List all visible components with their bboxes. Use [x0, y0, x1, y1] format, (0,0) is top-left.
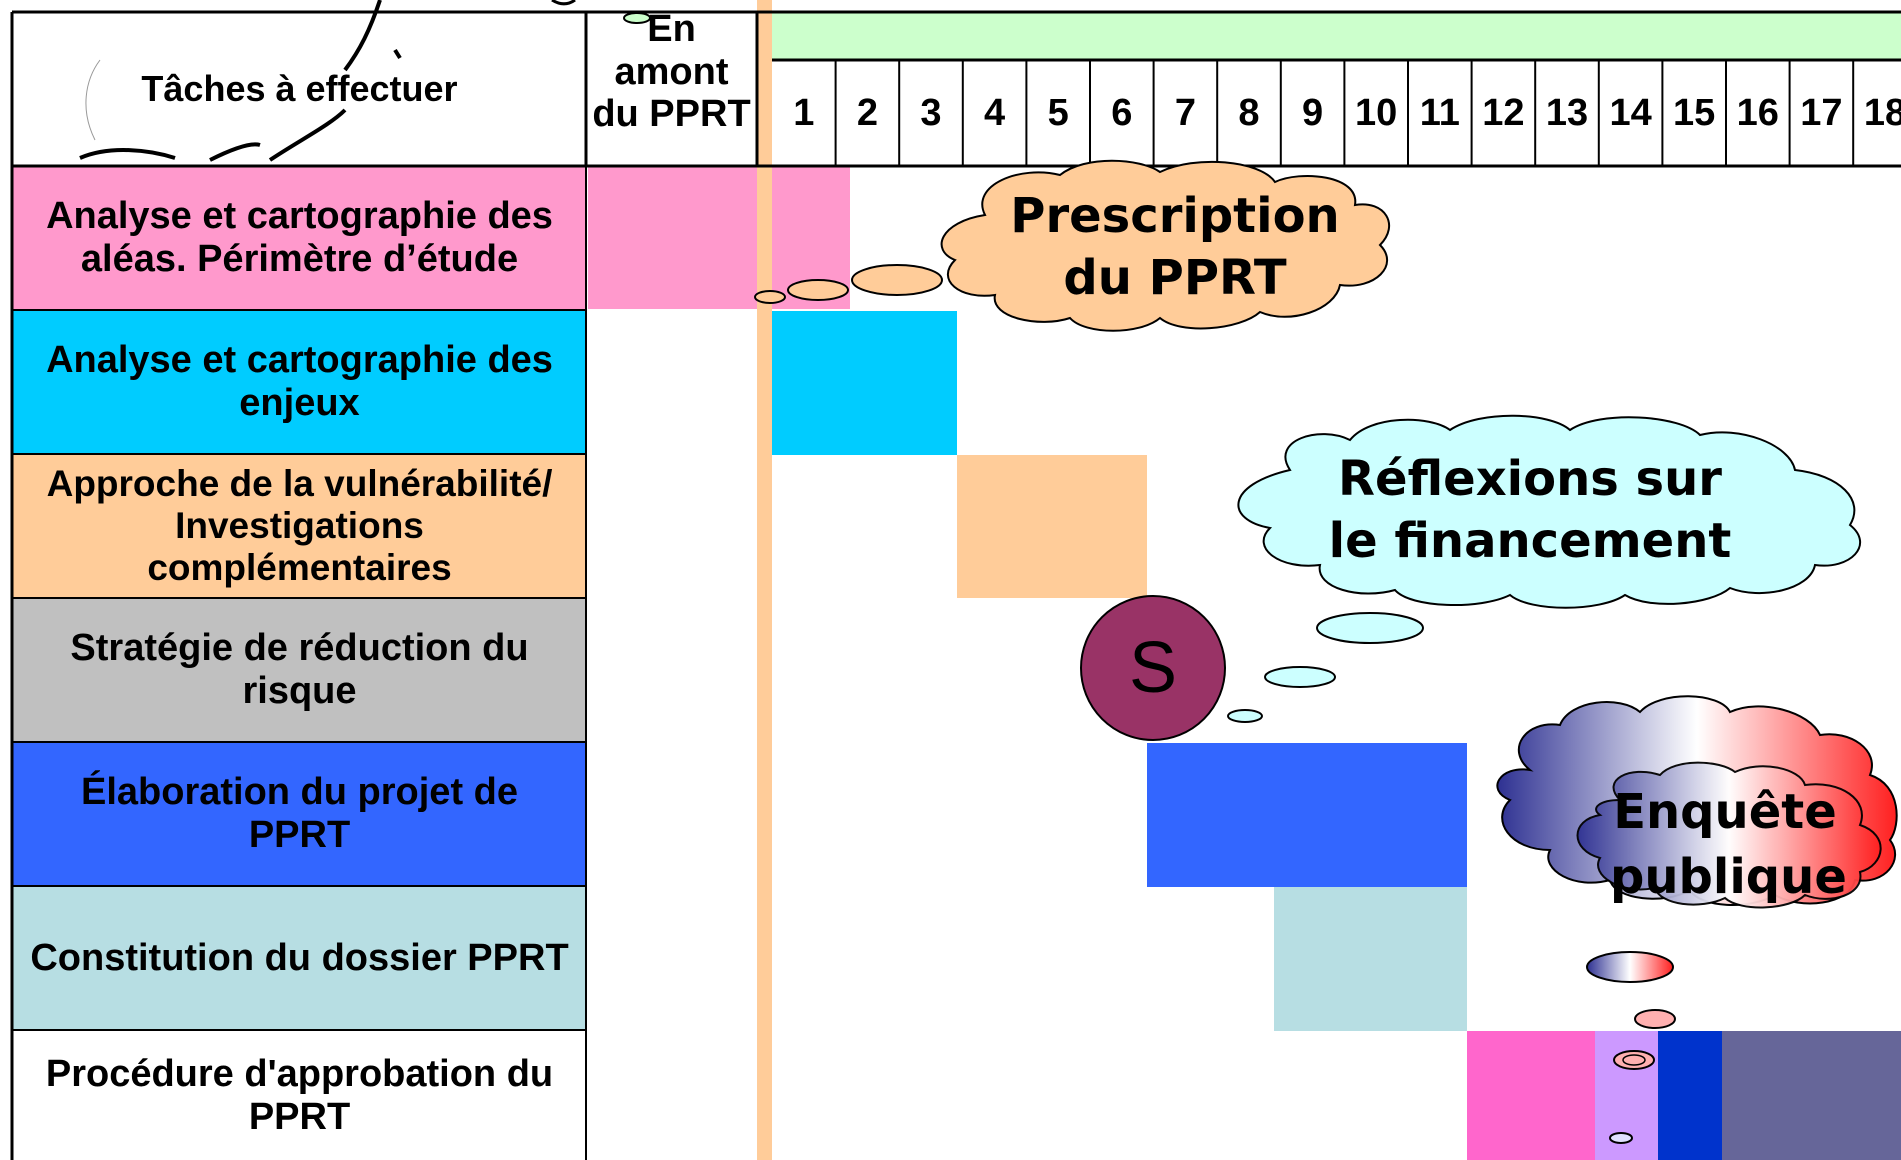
financement-cloud	[1237, 414, 1862, 609]
month-header-9: 9	[1302, 91, 1324, 134]
month-header-1: 1	[793, 91, 815, 134]
bar-task-7-c	[1658, 1031, 1722, 1160]
bar-task-3	[957, 455, 1147, 598]
grid-lines	[10, 10, 1901, 1160]
bar-task-2	[772, 311, 957, 455]
enquete-bubble-text: Enquête publique	[1610, 784, 1847, 905]
month-header-7: 7	[1174, 91, 1196, 134]
financement-tail-2	[1264, 666, 1336, 688]
task-bg-1	[13, 167, 586, 309]
enquete-tail-2	[1634, 1009, 1676, 1029]
task-label-dossier: Constitution du dossier PPRT	[30, 936, 569, 979]
month-header-band	[772, 12, 1901, 60]
tasks-column-header: Tâches à effectuer	[141, 68, 458, 110]
prescription-bubble-text: Prescription du PPRT	[1010, 188, 1340, 307]
task-bg-2	[13, 311, 586, 453]
strategy-marker-circle	[1080, 595, 1226, 741]
prescription-tail-2	[787, 279, 849, 301]
prescription-tail-1	[754, 290, 786, 304]
prescription-tail-3	[851, 264, 943, 296]
upstream-divider	[757, 0, 772, 1160]
month-header-13: 13	[1545, 91, 1589, 134]
enquete-tail-4	[1609, 1132, 1633, 1144]
row-separators	[12, 166, 587, 1160]
month-header-15: 15	[1673, 91, 1716, 134]
upstream-bar-task-1	[588, 167, 758, 309]
task-bg-3	[13, 455, 586, 597]
enquete-tail-3	[1613, 1050, 1655, 1070]
month-header-10: 10	[1355, 91, 1398, 134]
bar-task-6	[1274, 887, 1467, 1031]
month-header-4: 4	[984, 91, 1006, 134]
month-header-16: 16	[1736, 91, 1779, 134]
month-header-11: 11	[1419, 91, 1460, 134]
month-header-12: 12	[1482, 91, 1525, 134]
financement-bubble-text: Réflexions sur le financement	[1328, 451, 1732, 570]
task-bg-5	[13, 743, 586, 885]
month-header-5: 5	[1047, 91, 1069, 134]
month-separators	[834, 60, 1855, 166]
month-header-3: 3	[920, 91, 942, 134]
task-label-vulnerability: Approche de la vulnérabilité/Investigati…	[46, 463, 553, 588]
month-header-17: 17	[1800, 91, 1843, 134]
bar-task-5	[1147, 743, 1467, 887]
task-bg-6	[13, 887, 586, 1029]
financement-tail-1	[1316, 612, 1424, 644]
month-header-14: 14	[1609, 91, 1652, 134]
month-header-6: 6	[1111, 91, 1133, 134]
bar-task-7-d	[1722, 1031, 1901, 1160]
header-sketch-decoration	[79, 0, 402, 162]
header-small-ellipse	[623, 12, 651, 24]
strategy-marker-label: S	[1128, 628, 1178, 708]
enquete-cloud-front	[1576, 761, 1882, 909]
bar-task-7-a	[1467, 1031, 1595, 1160]
month-header-18: 18	[1863, 91, 1901, 134]
task-bg-4	[13, 599, 586, 741]
financement-tail-3	[1227, 709, 1263, 723]
month-header-2: 2	[856, 91, 878, 134]
prescription-cloud	[940, 159, 1391, 332]
upstream-column-header: En amont du PPRT	[592, 8, 751, 136]
month-header-8: 8	[1238, 91, 1260, 134]
enquete-tail-1	[1586, 951, 1674, 983]
